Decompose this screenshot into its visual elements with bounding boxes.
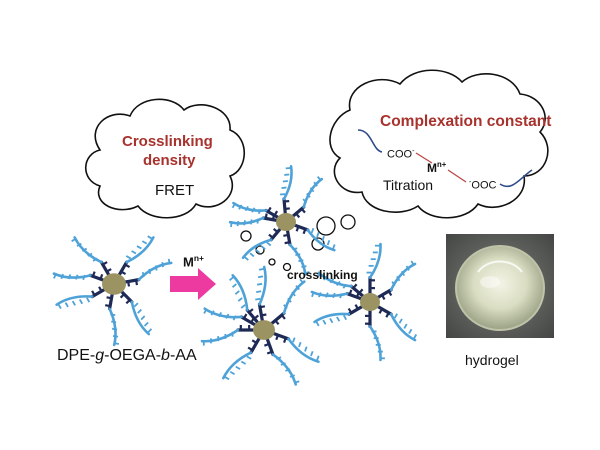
fret-label: FRET [155, 182, 195, 199]
star-polymers [52, 165, 418, 386]
free-star-polymer [52, 235, 173, 347]
left-thought-cloud [85, 98, 245, 219]
titration-label: Titration [383, 177, 434, 193]
hydrogel-label: hydrogel [465, 352, 519, 368]
crosslinked-star-right [310, 242, 418, 362]
thought-bubbles [240, 214, 356, 272]
crosslinking-density-title-line1: Crosslinking [122, 133, 213, 150]
hydrogel-photo [446, 234, 554, 338]
carboxylate-right-label: -OOC [469, 178, 497, 192]
crosslinking-label: crosslinking [287, 268, 358, 282]
polymer-name-label: DPE-g-OEGA-b-AA [57, 347, 197, 364]
carboxylate-left-label: COO- [387, 147, 415, 161]
right-thought-cloud [329, 69, 549, 219]
crosslinking-density-title-line2: density [143, 152, 196, 169]
coordination-bond-right [447, 169, 467, 183]
metal-ion-label: Mn+ [427, 160, 447, 175]
complexation-constant-title: Complexation constant [380, 113, 552, 130]
left-carboxylate-chain [357, 129, 383, 153]
right-carboxylate-chain [499, 169, 533, 188]
arrow-metal-ion-label: Mn+ [183, 253, 204, 270]
crosslinked-star-bottom [200, 265, 320, 386]
reaction-arrow [170, 268, 216, 300]
coordination-bond-left [415, 152, 433, 164]
crosslinked-star-top [228, 165, 336, 276]
